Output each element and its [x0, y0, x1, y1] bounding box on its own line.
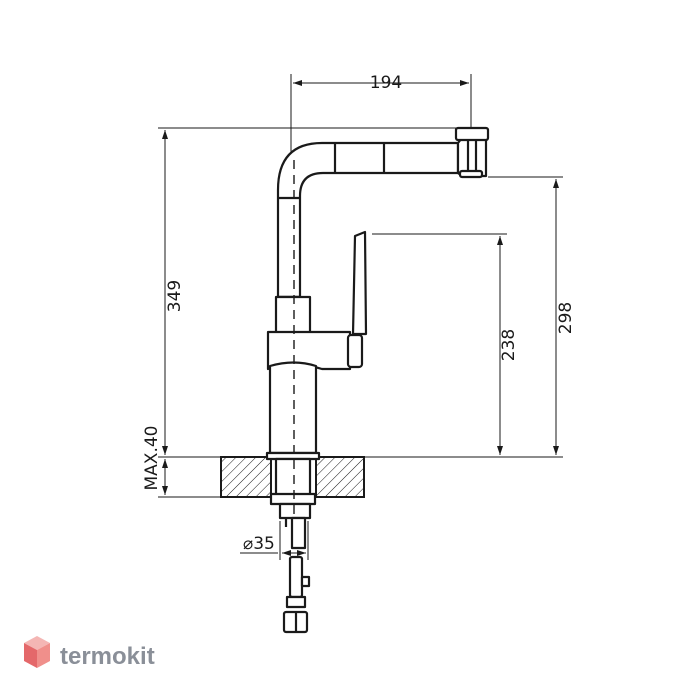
mounting-shank	[274, 457, 312, 499]
total-height-label: 349	[165, 280, 185, 312]
lower-body	[268, 361, 318, 455]
faucet-body	[265, 126, 490, 634]
dimension-total-height: 349	[158, 127, 456, 458]
countertop-section	[220, 456, 365, 498]
dimension-shank-diameter: ⌀35	[240, 521, 309, 560]
dimension-deck-thickness: MAX.40	[142, 426, 222, 498]
spout-height-label: 298	[556, 302, 576, 334]
max-deck-thickness-label: MAX.40	[142, 426, 162, 491]
dimension-spout-height: 298	[488, 176, 576, 455]
handle-height-label: 238	[499, 329, 519, 361]
lever-handle	[351, 230, 368, 336]
spout-outline	[276, 141, 460, 299]
cube-icon	[24, 636, 50, 668]
shank-diameter-label: ⌀35	[243, 534, 275, 554]
supply-hose	[282, 555, 311, 634]
brand-logo: termokit	[24, 636, 155, 670]
dimension-spout-reach: 194	[290, 73, 472, 153]
spout-reach-label: 194	[370, 73, 402, 93]
dimension-handle-height: 238	[364, 233, 563, 458]
brand-name: termokit	[60, 643, 155, 670]
